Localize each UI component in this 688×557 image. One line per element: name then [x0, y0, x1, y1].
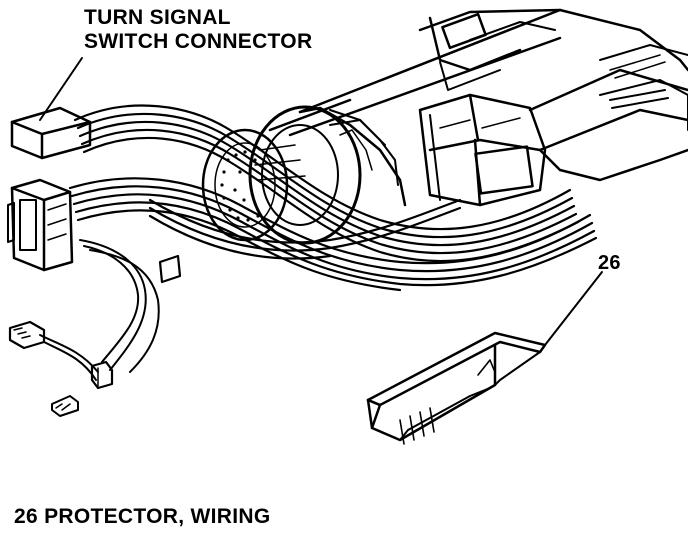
- small-plug-a: [10, 322, 44, 348]
- protector-callout-number: 26: [598, 252, 621, 274]
- wiring-protector: [368, 333, 545, 444]
- left-connector-block: [8, 180, 72, 270]
- turn-signal-label-line1: TURN SIGNAL: [84, 6, 231, 29]
- wiring-harness: [70, 106, 596, 290]
- small-terminal-c: [52, 396, 78, 416]
- pigtail-wires: [40, 240, 159, 380]
- mounting-bracket: [160, 256, 180, 282]
- protector-leader-line: [545, 272, 602, 345]
- steering-column-housing: [203, 10, 688, 243]
- diagram-legend: 26 PROTECTOR, WIRING: [14, 505, 271, 528]
- turn-signal-connector: [12, 108, 90, 158]
- turn-signal-label-line2: SWITCH CONNECTOR: [84, 30, 313, 53]
- small-plug-b: [92, 362, 112, 388]
- connector-leader-line: [40, 58, 82, 120]
